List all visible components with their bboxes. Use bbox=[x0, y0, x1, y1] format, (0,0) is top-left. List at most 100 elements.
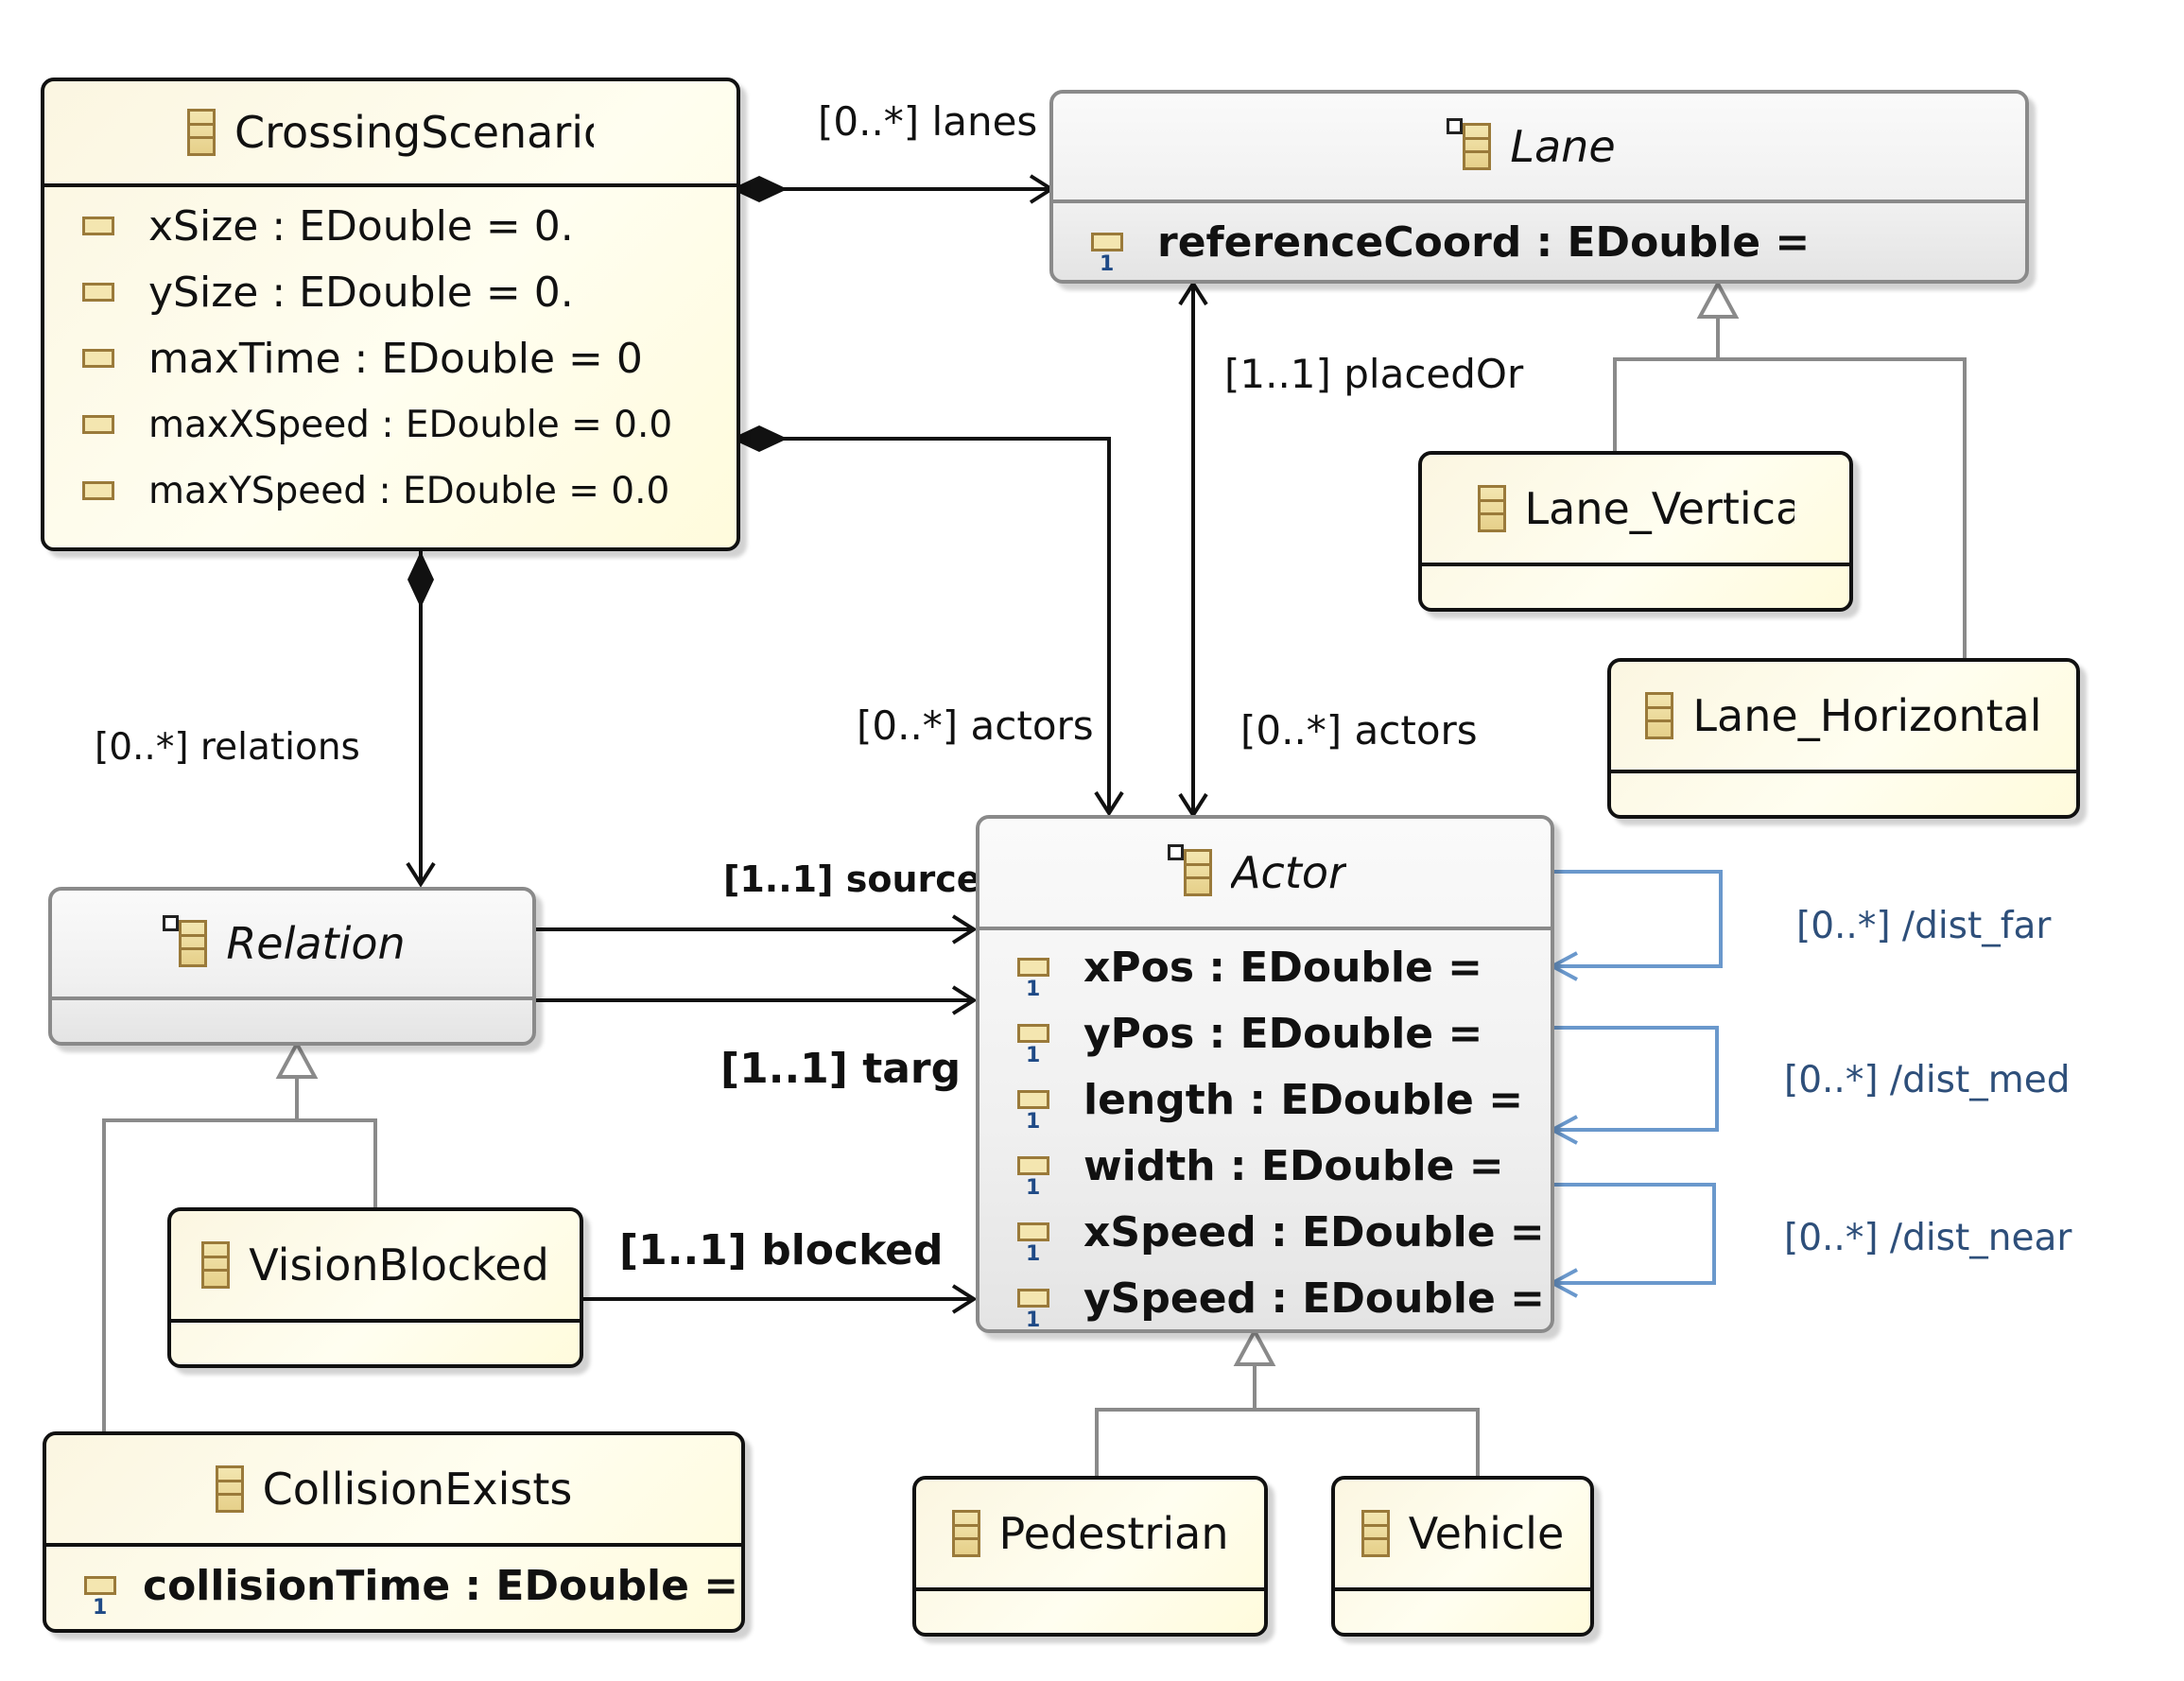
class-lane[interactable]: Lane 1 referenceCoord : EDouble = bbox=[1049, 90, 2029, 284]
abstract-eclass-icon bbox=[163, 915, 208, 967]
edge-label-dist-far: [0..*] /dist_far bbox=[1796, 905, 2052, 947]
class-header: Lane_Horizontal bbox=[1611, 662, 2076, 773]
class-pedestrian[interactable]: Pedestrian bbox=[912, 1476, 1268, 1637]
attribute-row[interactable]: 1 xPos : EDouble = bbox=[979, 934, 1551, 1001]
eclass-icon bbox=[215, 1465, 244, 1513]
attribute-label: ySize : EDouble = 0. bbox=[148, 268, 574, 317]
generalization-actor bbox=[1095, 1326, 1480, 1476]
class-collision-exists[interactable]: CollisionExists 1 collisionTime : EDouble… bbox=[43, 1431, 745, 1633]
attribute-icon bbox=[82, 349, 114, 368]
attribute-label: maxYSpeed : EDouble = 0.0 bbox=[148, 469, 670, 512]
abstract-eclass-icon bbox=[1168, 844, 1213, 896]
class-name: CollisionExists bbox=[262, 1464, 573, 1515]
required-attribute-icon: 1 bbox=[1017, 1024, 1049, 1067]
edge-label-relations: [0..*] relations bbox=[95, 726, 360, 769]
eclass-icon bbox=[187, 109, 216, 156]
class-lane-vertical[interactable]: Lane_Vertica bbox=[1418, 451, 1853, 612]
abstract-eclass-icon bbox=[1447, 118, 1492, 170]
class-lane-horizontal[interactable]: Lane_Horizontal bbox=[1607, 658, 2080, 819]
attribute-label: length : EDouble = bbox=[1083, 1075, 1524, 1124]
generalization-relation bbox=[102, 1039, 377, 1431]
attribute-label: yPos : EDouble = bbox=[1083, 1009, 1483, 1058]
edge-label-source: [1..1] source bbox=[723, 858, 981, 900]
edge-lanes[interactable] bbox=[731, 174, 1055, 204]
attribute-icon bbox=[82, 415, 114, 434]
edge-label-dist-med: [0..*] /dist_med bbox=[1784, 1059, 2071, 1101]
edge-label-blocked: [1..1] blocked bbox=[619, 1226, 944, 1274]
edge-label-actors-lane: [0..*] actors bbox=[1240, 707, 1478, 754]
class-relation[interactable]: Relation bbox=[48, 887, 536, 1046]
attribute-label: xPos : EDouble = bbox=[1083, 943, 1483, 992]
class-header: Actor bbox=[979, 819, 1551, 930]
required-attribute-icon: 1 bbox=[1017, 958, 1049, 1001]
attribute-icon bbox=[82, 217, 114, 235]
attribute-label: ySpeed : EDouble = bbox=[1083, 1274, 1546, 1323]
required-attribute-icon: 1 bbox=[1017, 1289, 1049, 1329]
class-name: CrossingScenario bbox=[234, 107, 594, 158]
attribute-icon bbox=[82, 481, 114, 500]
class-vision-blocked[interactable]: VisionBlocked bbox=[167, 1207, 583, 1368]
class-name: Lane_Vertica bbox=[1524, 483, 1794, 534]
edge-relations[interactable] bbox=[406, 551, 436, 888]
attribute-icon bbox=[82, 283, 114, 302]
eclass-icon bbox=[1477, 485, 1506, 532]
attribute-label: maxTime : EDouble = 0 bbox=[148, 334, 643, 383]
eclass-icon bbox=[201, 1241, 231, 1289]
edge-label-placed-on: [1..1] placedOr bbox=[1224, 351, 1524, 397]
attribute-row[interactable]: ySize : EDouble = 0. bbox=[44, 259, 737, 325]
edge-target[interactable] bbox=[535, 985, 978, 1015]
class-name: VisionBlocked bbox=[249, 1239, 549, 1291]
required-attribute-icon: 1 bbox=[1017, 1090, 1049, 1134]
required-attribute-icon: 1 bbox=[1017, 1222, 1049, 1266]
class-name: Vehicle bbox=[1408, 1508, 1565, 1559]
eclass-icon bbox=[1645, 692, 1674, 739]
class-header: Relation bbox=[52, 891, 532, 1000]
attribute-row[interactable]: 1 yPos : EDouble = bbox=[979, 1000, 1551, 1067]
edge-placed-on[interactable] bbox=[1178, 280, 1208, 819]
class-name: Lane bbox=[1510, 121, 1616, 172]
attribute-label: xSpeed : EDouble = bbox=[1083, 1207, 1545, 1256]
attribute-label: width : EDouble = bbox=[1083, 1141, 1504, 1190]
class-header: CrossingScenario bbox=[44, 81, 737, 187]
class-header: Lane bbox=[1053, 94, 2025, 203]
class-actor[interactable]: Actor 1 xPos : EDouble = 1 yPos : EDouble … bbox=[976, 815, 1554, 1333]
class-name: Relation bbox=[226, 918, 406, 969]
attribute-row[interactable]: 1 xSpeed : EDouble = bbox=[979, 1199, 1551, 1266]
edge-source[interactable] bbox=[535, 914, 978, 944]
attribute-row[interactable]: 1 referenceCoord : EDouble = bbox=[1053, 203, 2025, 280]
attribute-row[interactable]: maxYSpeed : EDouble = 0.0 bbox=[44, 458, 737, 524]
class-header: Pedestrian bbox=[916, 1480, 1264, 1591]
edge-label-dist-near: [0..*] /dist_near bbox=[1784, 1217, 2072, 1259]
attribute-row[interactable]: xSize : EDouble = 0. bbox=[44, 193, 737, 259]
required-attribute-icon: 1 bbox=[84, 1576, 116, 1620]
attribute-label: collisionTime : EDouble = bbox=[143, 1561, 739, 1610]
class-name: Lane_Horizontal bbox=[1692, 690, 2042, 741]
class-header: VisionBlocked bbox=[171, 1211, 580, 1323]
edge-label-target: [1..1] targ bbox=[720, 1045, 961, 1093]
class-header: Vehicle bbox=[1335, 1480, 1590, 1591]
attribute-row[interactable]: maxTime : EDouble = 0 bbox=[44, 325, 737, 391]
attribute-row[interactable]: 1 length : EDouble = bbox=[979, 1066, 1551, 1134]
attribute-row[interactable]: maxXSpeed : EDouble = 0.0 bbox=[44, 391, 737, 458]
edge-dist-far[interactable] bbox=[1548, 870, 1723, 981]
edge-actors[interactable] bbox=[731, 425, 1124, 817]
class-header: Lane_Vertica bbox=[1422, 455, 1849, 566]
eclass-icon bbox=[951, 1510, 980, 1557]
class-header: CollisionExists bbox=[46, 1435, 741, 1547]
edge-dist-near[interactable] bbox=[1548, 1183, 1716, 1298]
class-vehicle[interactable]: Vehicle bbox=[1331, 1476, 1594, 1637]
eclass-icon bbox=[1361, 1510, 1390, 1557]
attribute-row[interactable]: 1 ySpeed : EDouble = bbox=[979, 1265, 1551, 1329]
attribute-label: referenceCoord : EDouble = bbox=[1157, 217, 1811, 267]
edge-blocked[interactable] bbox=[581, 1284, 978, 1314]
class-name: Pedestrian bbox=[998, 1508, 1229, 1559]
required-attribute-icon: 1 bbox=[1091, 233, 1123, 276]
class-crossing-scenario[interactable]: CrossingScenario xSize : EDouble = 0. yS… bbox=[41, 78, 740, 551]
edge-dist-med[interactable] bbox=[1548, 1026, 1719, 1145]
edge-label-lanes: [0..*] lanes bbox=[818, 98, 1037, 145]
attribute-row[interactable]: 1 collisionTime : EDouble = bbox=[46, 1547, 741, 1624]
attribute-label: xSize : EDouble = 0. bbox=[148, 201, 574, 251]
generalization-lane bbox=[1613, 279, 1967, 658]
